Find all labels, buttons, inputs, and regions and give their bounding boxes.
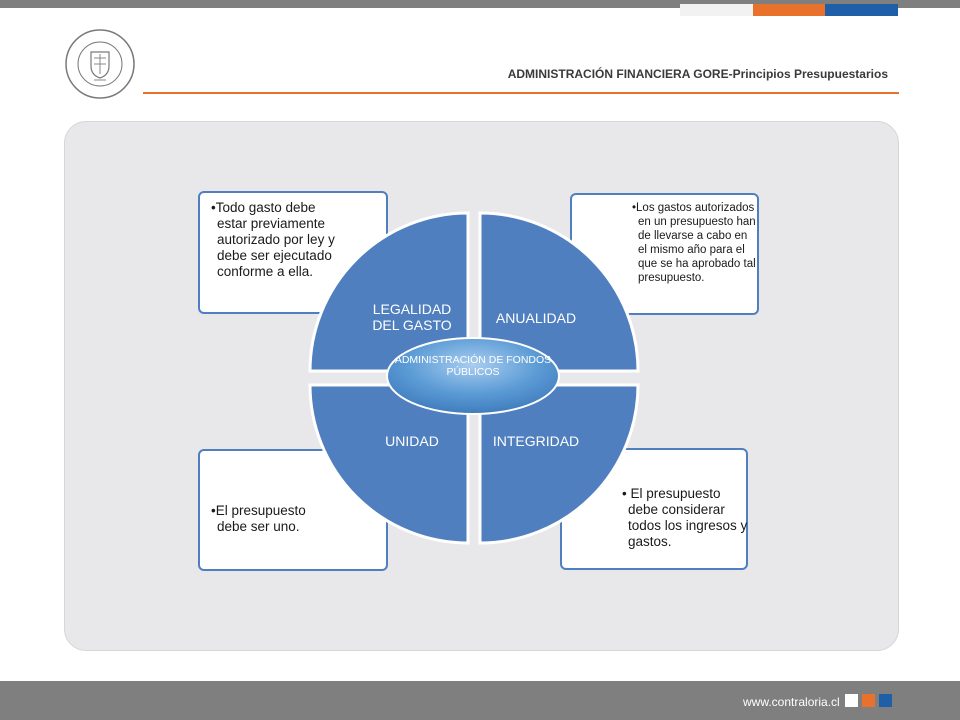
page-title: ADMINISTRACIÓN FINANCIERA GORE-Principio… [507,67,888,81]
callout-legalidad-text: •Todo gasto debe estar previamente autor… [211,200,335,279]
quadrant-label-integridad: INTEGRIDAD [492,433,580,449]
quadrant-label-unidad: UNIDAD [385,433,439,449]
top-bar-block-orange [753,4,825,16]
footer-square-orange [862,694,875,707]
callout-anualidad-text: •Los gastos autorizados en un presupuest… [632,202,756,284]
top-bar [0,0,960,8]
callout-unidad-text: •El presupuesto debe ser uno. [211,503,306,534]
quadrant-top-left [308,211,470,373]
footer-bar [0,681,960,720]
callout-integridad-text: • El presupuesto debe considerar todos l… [622,486,748,549]
quadrant-bottom-left [308,383,470,545]
header-divider [143,92,899,94]
callout-anualidad: •Los gastos autorizados en un presupuest… [570,193,759,315]
quadrant-bottom-right [478,383,640,545]
top-bar-block-light [680,4,754,16]
quadrant-label-legalidad: LEGALIDAD DEL GASTO [372,301,452,333]
quadrant-label-anualidad: ANUALIDAD [495,310,577,326]
quadrant-top-right [478,211,640,373]
center-label: ADMINISTRACIÓN DE FONDOS PÚBLICOS [394,354,552,378]
top-bar-block-blue [825,4,898,16]
center-ellipse [386,337,560,415]
contraloria-seal-logo [65,29,135,99]
footer-url: www.contraloria.cl [743,695,840,709]
footer-square-blue [879,694,892,707]
callout-unidad: •El presupuesto debe ser uno. [198,449,388,571]
footer-square-white [845,694,858,707]
